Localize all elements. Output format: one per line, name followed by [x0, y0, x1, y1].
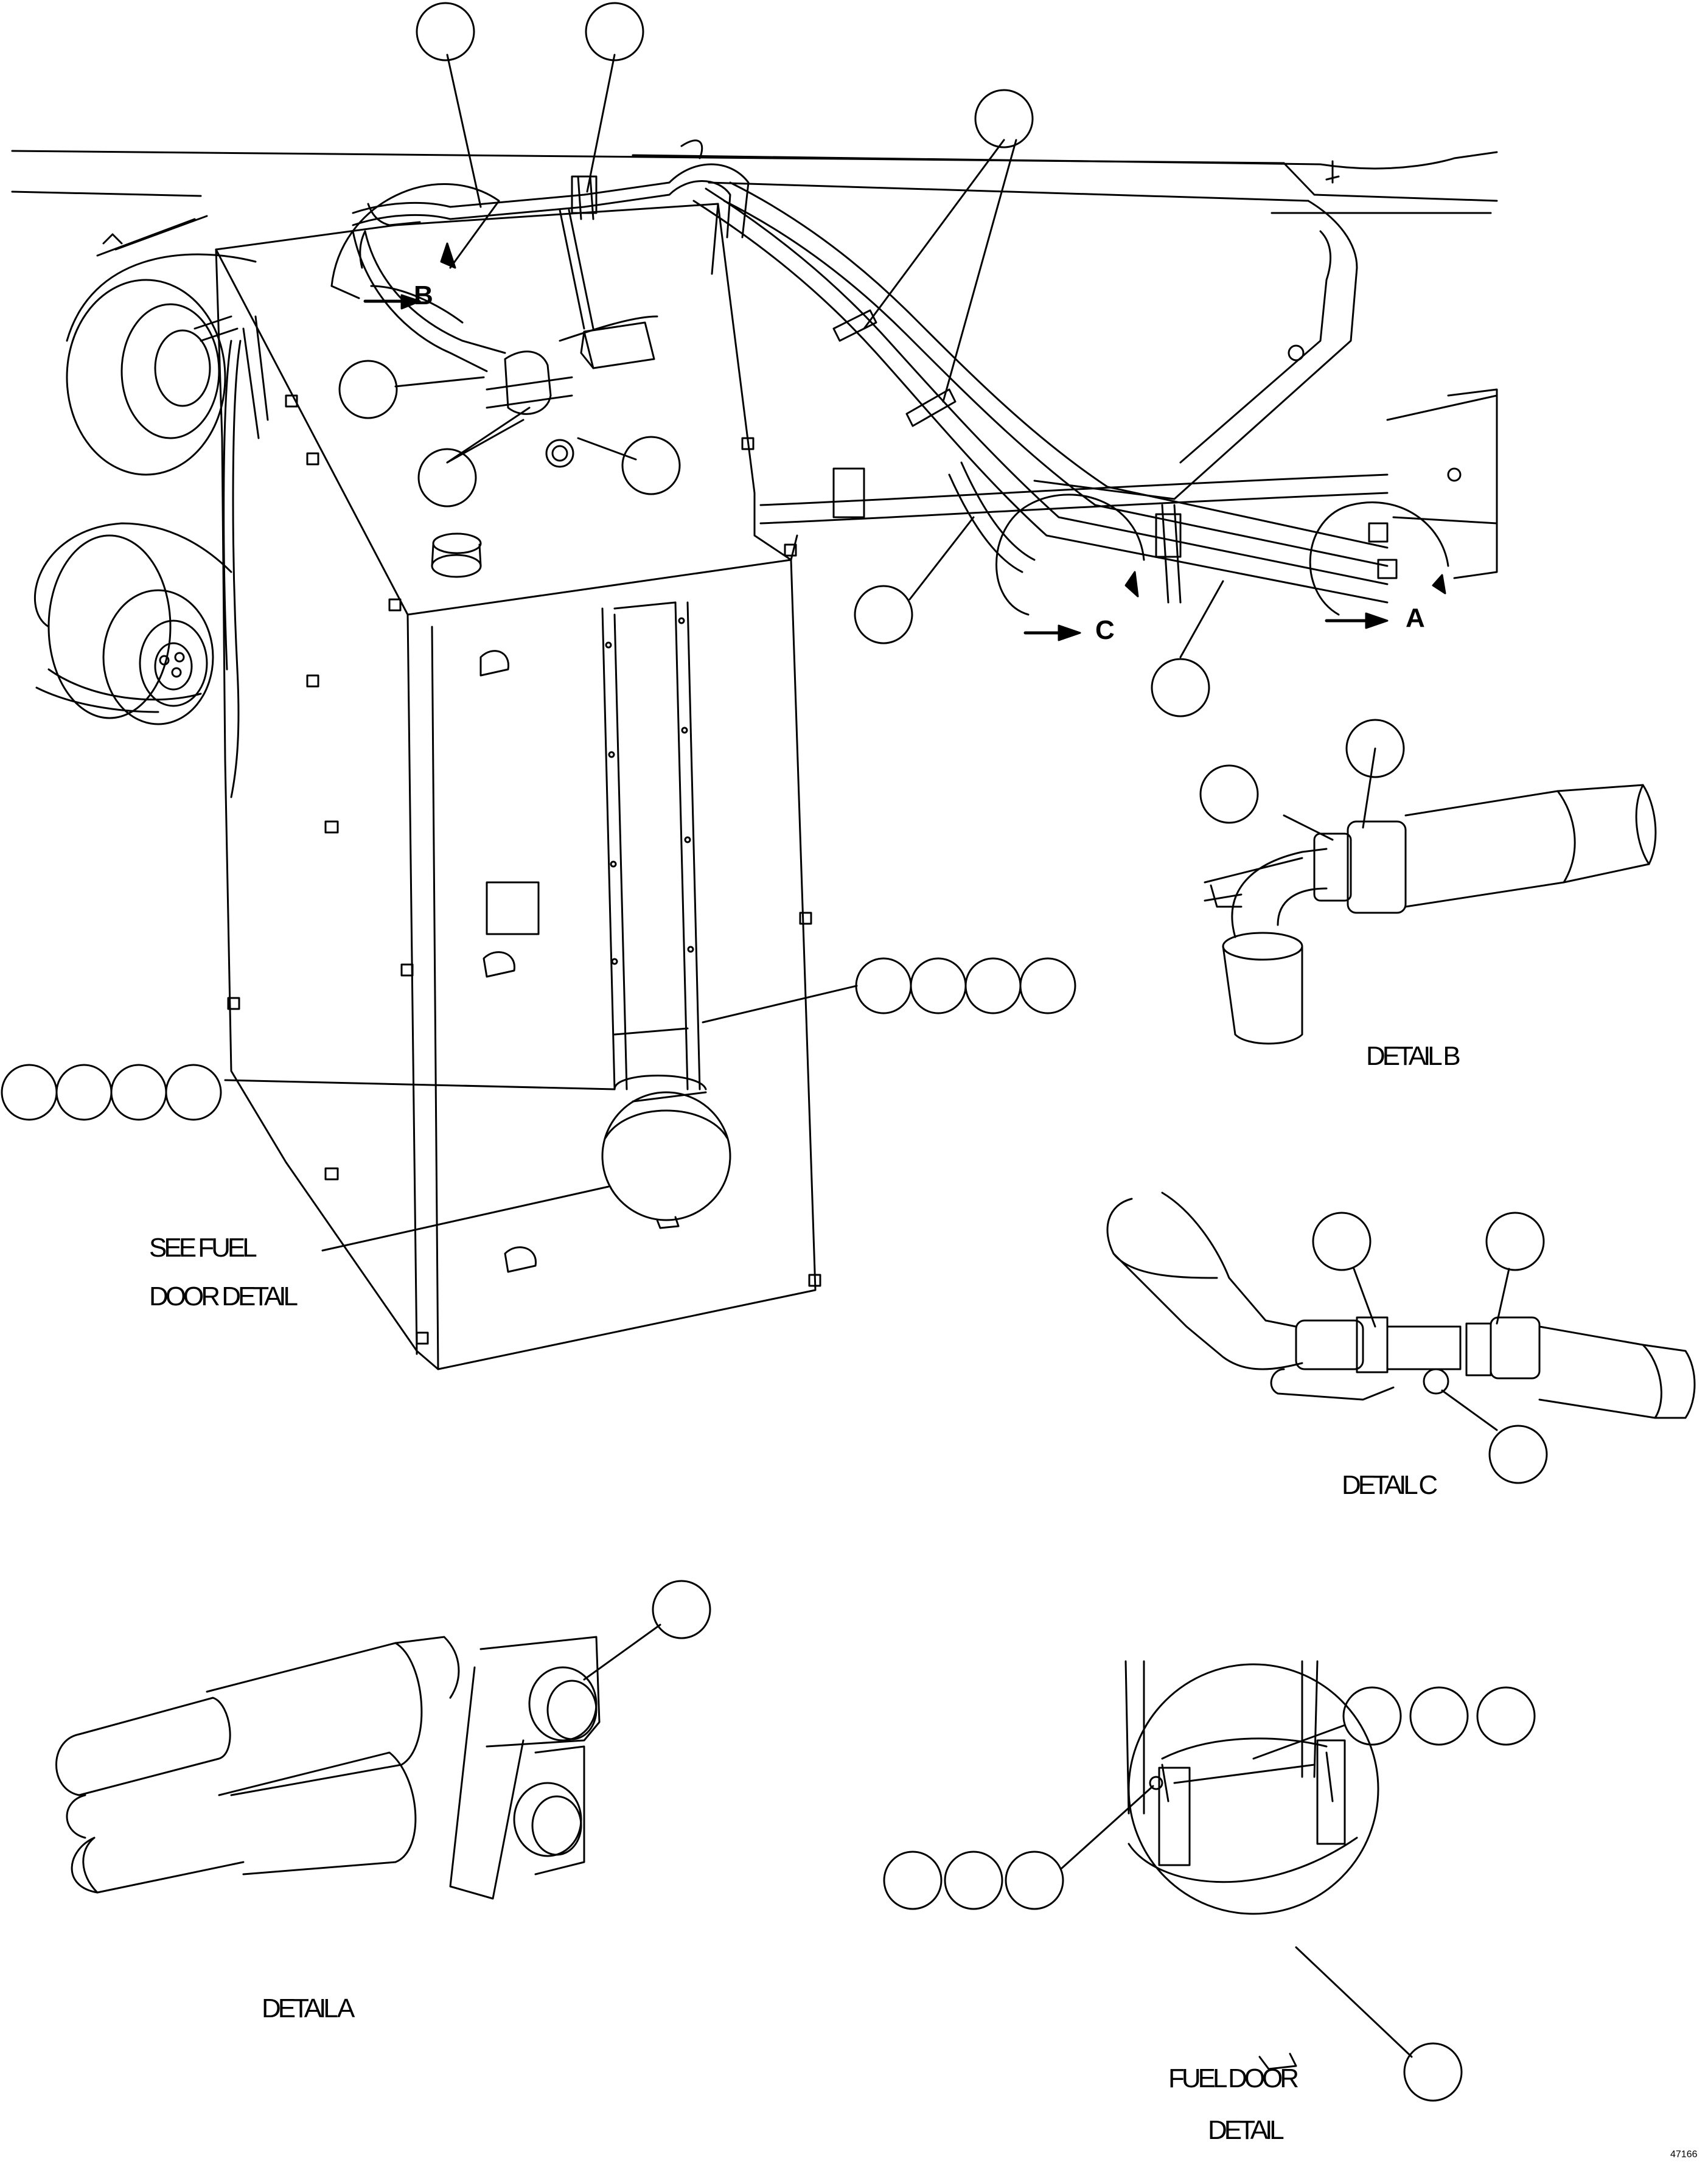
callout-c-letter: C	[1095, 615, 1115, 645]
detail-a-caption: DETAIL A	[262, 1994, 355, 2023]
detail-c-caption: DETAIL C	[1342, 1470, 1437, 1500]
detail-b	[1199, 719, 1657, 1045]
figure-id: 47166	[1670, 2149, 1698, 2160]
view-callout-b	[330, 183, 500, 310]
view-callout-c	[995, 494, 1145, 641]
detail-c	[1106, 1191, 1696, 1484]
tank-fuel-door	[601, 1075, 731, 1229]
balloons-main	[1, 2, 1210, 1121]
fuel-door-detail-caption-2: DETAIL	[1208, 2115, 1284, 2145]
callout-a-letter: A	[1406, 603, 1425, 633]
text-labels: B C A SEE FUEL DOOR DETAIL DETAIL B DETA…	[149, 281, 1698, 2160]
lower-wheel	[34, 522, 232, 725]
fuel-door-detail-caption-1: FUEL DOOR	[1168, 2064, 1298, 2093]
top-hoses	[352, 139, 750, 372]
main-assembly-view	[1, 2, 1498, 1370]
detail-a	[55, 1580, 711, 1900]
see-fuel-door-label-2: DOOR DETAIL	[149, 1282, 298, 1311]
view-callout-a	[1309, 501, 1449, 629]
fuel-door-detail	[883, 1660, 1536, 2102]
detail-b-caption: DETAIL B	[1366, 1041, 1460, 1071]
callout-b-letter: B	[414, 281, 433, 310]
fuel-tank	[193, 203, 821, 1370]
see-fuel-door-label-1: SEE FUEL	[149, 1233, 257, 1263]
main-leaders	[224, 54, 1224, 1252]
supply-return-hoses	[692, 181, 1389, 604]
upper-wheel	[66, 215, 257, 476]
